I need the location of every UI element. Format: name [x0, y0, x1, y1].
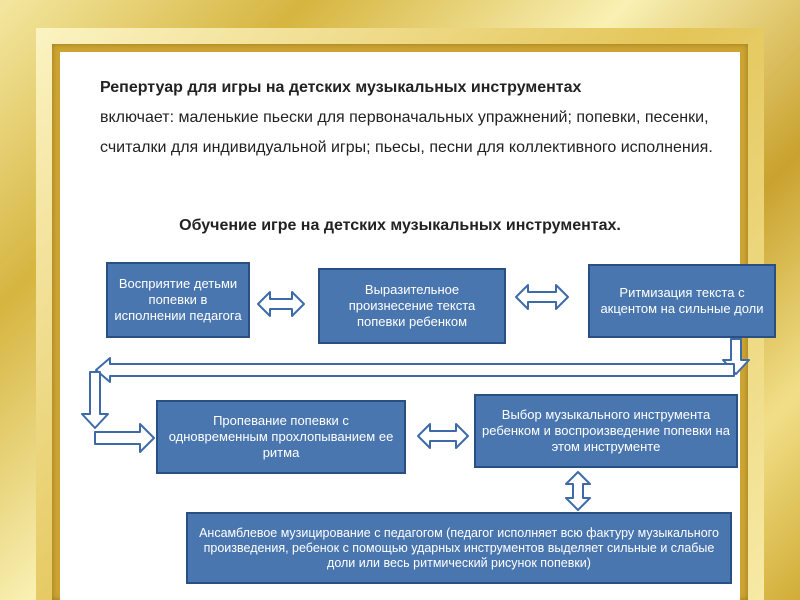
step-expressive-box: Выразительное произнесение текста попевк…: [318, 268, 506, 344]
step-perception-box: Восприятие детьми попевки в исполнении п…: [106, 262, 250, 338]
step-rhythm-text: Ритмизация текста с акцентом на сильные …: [600, 285, 764, 316]
intro-rest-text: включает: маленькие пьески для первонача…: [100, 109, 713, 156]
diagram-subtitle: Обучение игре на детских музыкальных инс…: [179, 217, 621, 234]
step-rhythm-box: Ритмизация текста с акцентом на сильные …: [588, 264, 776, 338]
step-choice-text: Выбор музыкального инструмента ребенком …: [482, 407, 730, 454]
intro-bold-text: Репертуар для игры на детских музыкальны…: [100, 79, 582, 96]
step-singing-text: Пропевание попевки с одновременным прохл…: [168, 413, 394, 460]
step-choice-box: Выбор музыкального инструмента ребенком …: [474, 394, 738, 468]
step-singing-box: Пропевание попевки с одновременным прохл…: [156, 400, 406, 474]
step-perception-text: Восприятие детьми попевки в исполнении п…: [114, 276, 242, 323]
step-ensemble-box: Ансамблевое музицирование с педагогом (п…: [186, 512, 732, 584]
step-expressive-text: Выразительное произнесение текста попевк…: [348, 282, 476, 329]
intro-paragraph: Репертуар для игры на детских музыкальны…: [100, 73, 740, 163]
step-ensemble-text: Ансамблевое музицирование с педагогом (п…: [199, 525, 719, 570]
